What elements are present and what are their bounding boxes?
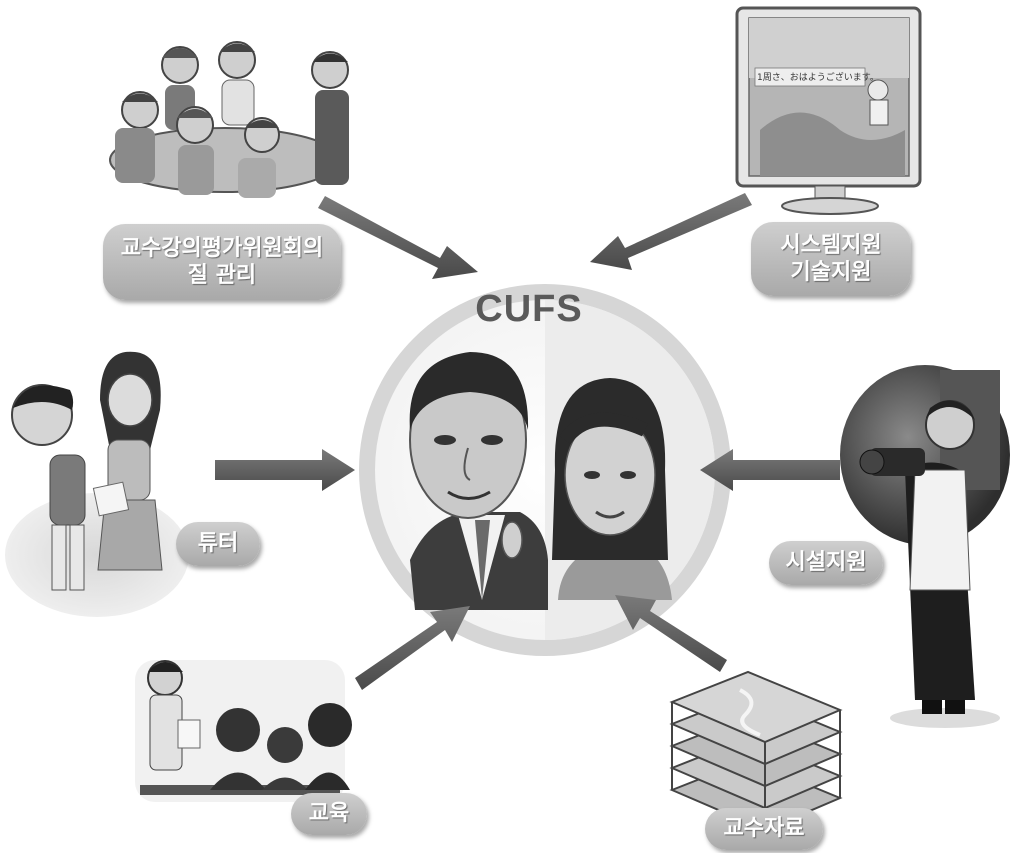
label-committee-line1: 교수강의평가위원회의: [120, 235, 324, 261]
arrow-education: [355, 606, 470, 690]
arrow-system: [590, 193, 752, 270]
label-system-line1: 시스템지원: [780, 232, 882, 258]
label-materials: 교수자료: [705, 808, 823, 850]
label-committee-line2: 질 관리: [187, 263, 257, 288]
arrow-tutor: [215, 449, 355, 491]
monitor-illustration: [735, 6, 922, 215]
male-professor-illustration: [409, 352, 548, 610]
tutor-illustration: [5, 351, 189, 617]
label-education-text: 교육: [308, 801, 350, 827]
classroom-illustration: [135, 660, 352, 802]
books-illustration: [669, 670, 843, 832]
monitor-screen-text: 1周さ、おはようございます。: [757, 73, 879, 83]
label-system: 시스템지원 기술지원: [751, 222, 911, 296]
label-facility-text: 시설지원: [785, 550, 867, 576]
female-professor-illustration: [552, 378, 672, 600]
center-title: CUFS: [475, 288, 583, 330]
arrow-materials: [615, 595, 727, 672]
label-tutor: 튜터: [176, 522, 260, 566]
meeting-illustration: [109, 41, 349, 198]
label-facility: 시설지원: [769, 541, 883, 585]
videographer-photo: [840, 365, 1010, 728]
label-tutor-text: 튜터: [197, 531, 239, 557]
arrow-facility: [700, 449, 840, 491]
label-materials-text: 교수자료: [723, 816, 805, 842]
arrow-committee: [318, 196, 478, 279]
label-system-line2: 기술지원: [790, 260, 872, 285]
label-committee: 교수강의평가위원회의 질 관리: [103, 224, 341, 300]
label-education: 교육: [291, 793, 367, 835]
